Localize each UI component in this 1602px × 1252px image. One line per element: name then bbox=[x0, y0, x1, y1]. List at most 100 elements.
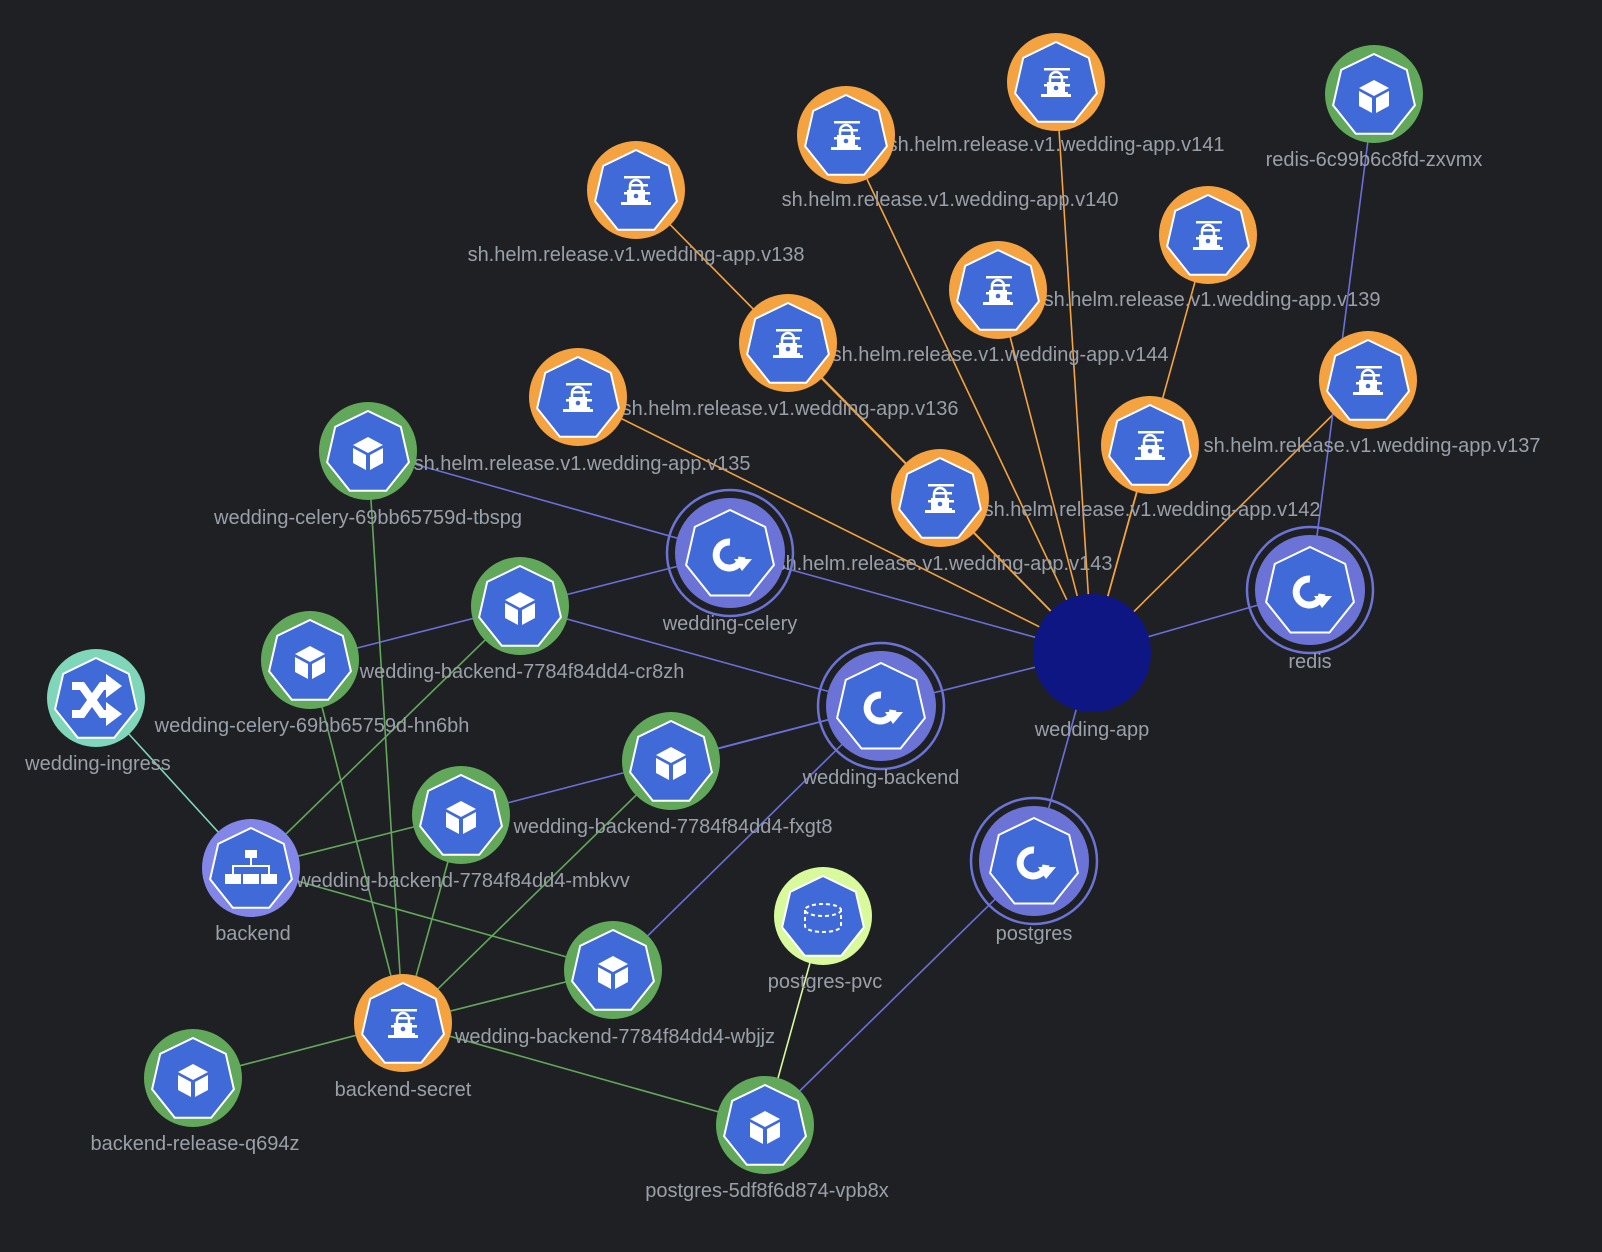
secret-icon bbox=[1353, 366, 1383, 395]
heptagon-badge bbox=[956, 248, 1040, 331]
node-label: sh.helm.release.v1.wedding-app.v142 bbox=[984, 499, 1321, 521]
heptagon-badge bbox=[536, 355, 620, 438]
heptagon-badge bbox=[1166, 193, 1250, 276]
edge-mount bbox=[250, 605, 521, 869]
sitemap-icon bbox=[225, 850, 277, 884]
node-label: sh.helm.release.v1.wedding-app.v143 bbox=[776, 553, 1113, 575]
node-pvc-pvc[interactable]: postgres-pvc bbox=[768, 867, 883, 993]
node-pod-redispod[interactable]: redis-6c99b6c8fd-zxvmx bbox=[1266, 45, 1483, 171]
node-pod-tbspg[interactable]: wedding-celery-69bb65759d-tbspg bbox=[213, 402, 522, 529]
node-label: wedding-celery bbox=[662, 613, 798, 635]
secret-icon bbox=[563, 383, 593, 412]
node-label: sh.helm.release.v1.wedding-app.v144 bbox=[832, 344, 1169, 366]
edge-mount bbox=[402, 1022, 766, 1126]
node-label: backend-secret bbox=[335, 1079, 472, 1101]
node-label: redis bbox=[1288, 651, 1331, 673]
node-pod-hn6bh[interactable]: wedding-celery-69bb65759d-hn6bh bbox=[154, 611, 470, 737]
heptagon-badge bbox=[1326, 338, 1410, 421]
deployment-ring bbox=[1245, 525, 1375, 655]
secret-icon bbox=[388, 1009, 418, 1038]
heptagon-badge bbox=[804, 93, 888, 176]
node-deployment-postgres[interactable]: postgres bbox=[969, 796, 1099, 945]
node-label: backend-release-q694z bbox=[90, 1133, 299, 1155]
node-label: wedding-backend-7784f84dd4-wbjjz bbox=[454, 1026, 775, 1048]
node-label: redis-6c99b6c8fd-zxvmx bbox=[1266, 149, 1483, 171]
cycle-icon bbox=[712, 538, 752, 572]
node-pod-q694z[interactable]: backend-release-q694z bbox=[90, 1029, 300, 1155]
node-secret-bsecret[interactable]: backend-secret bbox=[335, 974, 472, 1101]
cycle-icon bbox=[1016, 846, 1056, 880]
cycle-icon bbox=[863, 691, 903, 725]
heptagon-badge bbox=[898, 456, 982, 539]
node-label: sh.helm.release.v1.wedding-app.v137 bbox=[1204, 435, 1541, 457]
node-pod-cr8zh[interactable]: wedding-backend-7784f84dd4-cr8zh bbox=[359, 557, 685, 683]
node-pod-mbkvv[interactable]: wedding-backend-7784f84dd4-mbkvv bbox=[295, 766, 630, 892]
node-label: sh.helm.release.v1.wedding-app.v138 bbox=[468, 244, 805, 266]
node-label: wedding-backend-7784f84dd4-cr8zh bbox=[359, 661, 685, 683]
node-label: postgres-5df8f6d874-vpb8x bbox=[645, 1180, 889, 1202]
heptagon-badge bbox=[989, 816, 1079, 905]
node-label: postgres bbox=[996, 923, 1073, 945]
cycle-icon bbox=[1292, 575, 1332, 609]
release-node[interactable] bbox=[1033, 594, 1151, 712]
node-label: wedding-backend-7784f84dd4-fxgt8 bbox=[512, 816, 832, 838]
node-secret-v143[interactable]: sh.helm.release.v1.wedding-app.v143 bbox=[776, 449, 1113, 575]
cube-icon bbox=[446, 801, 476, 834]
node-secret-v141[interactable]: sh.helm.release.v1.wedding-app.v141 bbox=[888, 33, 1225, 156]
secret-icon bbox=[1041, 68, 1071, 97]
cube-icon bbox=[656, 747, 686, 780]
node-label: backend bbox=[215, 923, 291, 945]
node-label: wedding-backend bbox=[802, 767, 960, 789]
node-label: wedding-ingress bbox=[24, 753, 171, 775]
node-label: sh.helm.release.v1.wedding-app.v139 bbox=[1044, 289, 1381, 311]
node-secret-v144[interactable]: sh.helm.release.v1.wedding-app.v144 bbox=[832, 241, 1169, 366]
node-deployment-redis[interactable]: redis bbox=[1245, 525, 1375, 673]
cube-icon bbox=[750, 1111, 780, 1144]
secret-icon bbox=[1135, 431, 1165, 460]
cube-icon bbox=[353, 437, 383, 470]
deployment-ring bbox=[816, 641, 946, 771]
edge-secret bbox=[577, 396, 1093, 654]
heptagon-badge bbox=[1014, 40, 1098, 123]
edge-secret bbox=[1091, 379, 1369, 654]
shuffle-icon bbox=[72, 674, 122, 726]
edge-secret bbox=[845, 134, 1093, 654]
node-label: sh.helm.release.v1.wedding-app.v140 bbox=[782, 189, 1119, 211]
node-pod-fxgt8[interactable]: wedding-backend-7784f84dd4-fxgt8 bbox=[512, 712, 833, 838]
node-label: sh.helm.release.v1.wedding-app.v141 bbox=[888, 134, 1225, 156]
node-ingress-ingress[interactable]: wedding-ingress bbox=[24, 649, 171, 775]
heptagon-badge bbox=[1265, 545, 1355, 634]
node-secret-v137[interactable]: sh.helm.release.v1.wedding-app.v137 bbox=[1204, 331, 1541, 457]
cube-icon bbox=[505, 592, 535, 625]
node-secret-v136[interactable]: sh.helm.release.v1.wedding-app.v136 bbox=[622, 294, 959, 420]
node-label: sh.helm.release.v1.wedding-app.v135 bbox=[414, 453, 751, 475]
node-label: wedding-app bbox=[1034, 719, 1150, 741]
edge-mount bbox=[402, 760, 672, 1024]
node-deployment-celery[interactable]: wedding-celery bbox=[662, 488, 798, 635]
node-secret-v140[interactable]: sh.helm.release.v1.wedding-app.v140 bbox=[782, 86, 1119, 211]
heptagon-badge bbox=[1108, 403, 1192, 486]
heptagon-badge bbox=[746, 301, 830, 384]
secret-icon bbox=[925, 484, 955, 513]
node-pod-wbjjz[interactable]: wedding-backend-7784f84dd4-wbjjz bbox=[454, 921, 775, 1048]
node-label: wedding-celery-69bb65759d-tbspg bbox=[213, 507, 522, 529]
cylinder-icon bbox=[804, 903, 842, 933]
edge-secret bbox=[1055, 81, 1093, 654]
heptagon-badge bbox=[361, 981, 445, 1064]
node-secret-v139[interactable]: sh.helm.release.v1.wedding-app.v139 bbox=[1044, 186, 1381, 311]
node-pod-vpb8x[interactable]: postgres-5df8f6d874-vpb8x bbox=[645, 1076, 889, 1202]
cube-icon bbox=[178, 1064, 208, 1097]
node-service-backend[interactable]: backend bbox=[202, 819, 300, 945]
node-release-app[interactable]: wedding-app bbox=[1033, 594, 1151, 741]
heptagon-badge bbox=[685, 508, 775, 597]
cube-icon bbox=[1359, 80, 1389, 113]
node-deployment-wbackend[interactable]: wedding-backend bbox=[802, 641, 960, 789]
secret-icon bbox=[1193, 221, 1223, 250]
edge-mount bbox=[250, 867, 614, 971]
node-secret-v138[interactable]: sh.helm.release.v1.wedding-app.v138 bbox=[468, 141, 805, 266]
node-label: sh.helm.release.v1.wedding-app.v136 bbox=[622, 398, 959, 420]
node-secret-v135[interactable]: sh.helm.release.v1.wedding-app.v135 bbox=[414, 348, 751, 475]
node-secret-v142[interactable]: sh.helm.release.v1.wedding-app.v142 bbox=[984, 396, 1321, 521]
